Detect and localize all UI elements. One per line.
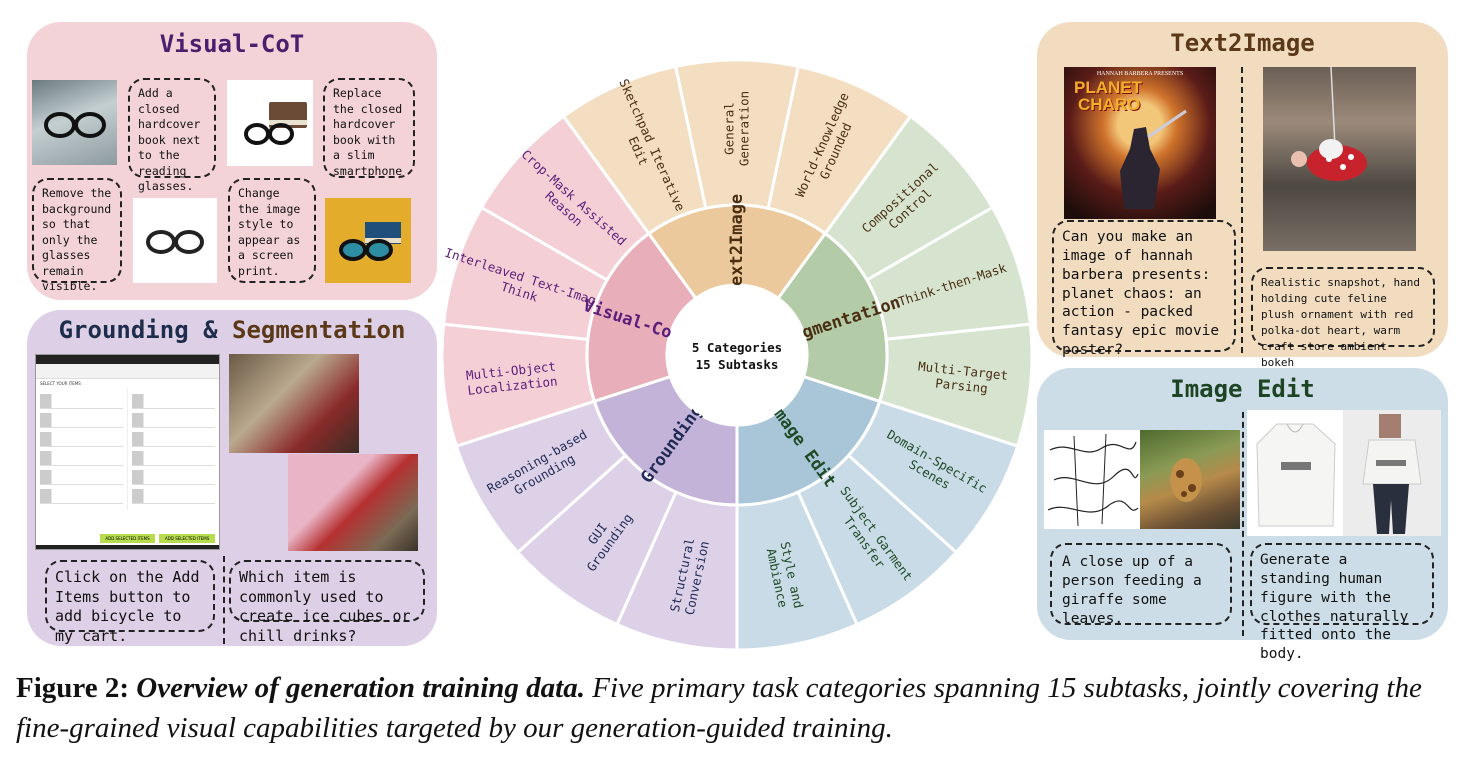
person-at-freezer-image-2 [288, 454, 418, 551]
model-figure [1362, 414, 1422, 534]
grounding-title-part2: Segmentation [232, 316, 406, 344]
giraffe-shape [1170, 458, 1202, 502]
glasses-isolated-image [133, 198, 217, 283]
figure-caption: Figure 2: Overview of generation trainin… [16, 668, 1466, 748]
sketch-lineart-image [1044, 430, 1140, 529]
sweater-garment-image [1247, 410, 1344, 536]
image-edit-bubble-garment: Generate a standing human figure with th… [1250, 543, 1434, 662]
text2image-divider [1241, 67, 1243, 353]
movie-poster-image: HANNAH BARBERA PRESENTS PLANET CHARO [1064, 67, 1216, 219]
add-selected-items-button[interactable]: ADD SELECTED ITEMS [99, 534, 156, 543]
glasses-icon [44, 112, 106, 138]
wheel-center [667, 285, 807, 425]
screen-print-style-image [325, 198, 411, 283]
caption-label: Figure 2: [16, 672, 130, 704]
sweater-shape [1256, 423, 1336, 527]
warrior-figure [1120, 109, 1187, 209]
image-edit-panel: Image Edit A close up of a pers [1037, 368, 1448, 662]
poster-top-text: HANNAH BARBERA PRESENTS [1096, 71, 1184, 77]
sketch-lines [1047, 433, 1139, 527]
cot-bubble-replace-book: Replace the closed hardcover book with a… [323, 78, 415, 178]
cot-bubble-add-book: Add a closed hardcover book next to the … [128, 78, 216, 193]
app-section-label: SELECT YOUR ITEMS [40, 381, 81, 386]
book-and-glasses-icon [339, 222, 401, 261]
poster-title-2: CHARO [1078, 95, 1141, 114]
grounding-panel: Grounding & Segmentation SELECT YOUR ITE… [27, 310, 437, 646]
text2image-title: Text2Image [1170, 29, 1315, 57]
visual-cot-title: Visual-CoT [159, 30, 305, 58]
book-and-glasses-icon [244, 102, 307, 145]
caption-text: Five primary task categories spanning 15… [16, 672, 1422, 744]
cot-bubble-remove-background: Remove the background so that only the g… [32, 178, 122, 293]
image-edit-divider [1242, 412, 1244, 636]
giraffe-feeding-image [1140, 430, 1240, 529]
image-edit-title: Image Edit [1170, 375, 1315, 403]
glasses-with-book-image [227, 80, 313, 166]
visual-cot-panel: Visual-CoT Add a closed hardcover book n… [27, 22, 437, 300]
center-line1: 5 Categories [692, 340, 782, 355]
add-selected-items-button[interactable]: ADD SELECTED ITEMS [159, 534, 216, 543]
caption-title: Overview of generation training data. [136, 672, 585, 704]
cat-plush-ornament [1291, 66, 1367, 181]
poster-title-1: PLANET [1074, 78, 1142, 97]
cot-bubble-screen-print: Change the image style to appear as a sc… [228, 178, 316, 283]
subtask-label-general-generation: GeneralGeneration [722, 91, 752, 166]
grounding-divider [223, 556, 225, 644]
standing-model-image [1343, 410, 1441, 536]
grounding-title: Grounding & Segmentation [27, 316, 437, 344]
grounding-bubble-gui: Click on the Add Items button to add bic… [45, 560, 215, 645]
category-label-text2image: Text2Image [727, 194, 747, 296]
text2image-panel: Text2Image HANNAH BARBERA PRESENTS PLANE… [1037, 22, 1448, 369]
text2image-bubble-plush: Realistic snapshot, hand holding cute fe… [1251, 267, 1435, 369]
text2image-bubble-poster: Can you make an image of hannah barbera … [1052, 220, 1236, 358]
person-at-freezer-image-1 [229, 354, 359, 453]
image-edit-bubble-giraffe: A close up of a person feeding a giraffe… [1050, 543, 1232, 627]
plush-ornament-image [1263, 66, 1416, 251]
glasses-icon [146, 230, 204, 254]
grounding-bubble-segmentation: Which item is commonly used to create ic… [229, 560, 425, 645]
center-line2: 15 Subtasks [696, 357, 779, 372]
grounding-title-part1: Grounding & [58, 316, 218, 344]
gui-app-screenshot: SELECT YOUR ITEMS ADD SELECTED ITEMS [35, 354, 220, 550]
glasses-on-glass-table-image [32, 80, 117, 165]
